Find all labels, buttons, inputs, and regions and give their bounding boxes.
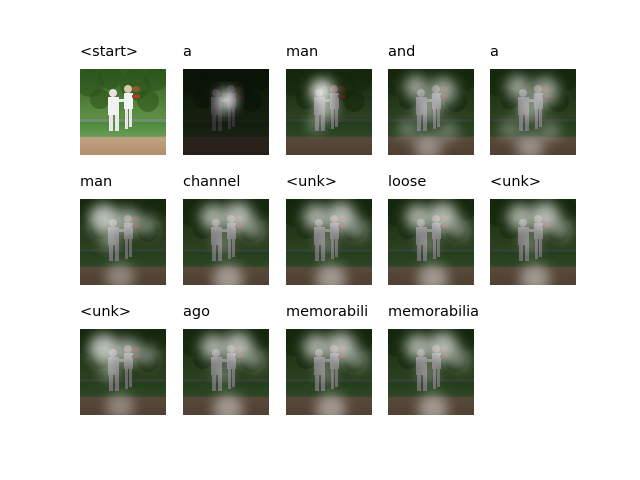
attention-image xyxy=(286,329,372,415)
panel-word: a xyxy=(490,44,499,60)
attention-image xyxy=(388,69,474,155)
attention-image xyxy=(80,329,166,415)
panel-word: memorabili xyxy=(286,304,369,320)
attention-image xyxy=(183,69,269,155)
panel-word: a xyxy=(183,44,192,60)
attention-image xyxy=(490,69,576,155)
panel-word: <unk> xyxy=(286,174,338,190)
panel-word: ago xyxy=(183,304,210,320)
panel-word: <unk> xyxy=(80,304,132,320)
panel-word: loose xyxy=(388,174,427,190)
attention-image xyxy=(80,199,166,285)
attention-image xyxy=(80,69,166,155)
panel-word: and xyxy=(388,44,416,60)
panel-word: <start> xyxy=(80,44,139,60)
panel-word: memorabilia xyxy=(388,304,480,320)
panel-word: man xyxy=(286,44,319,60)
panel-word: man xyxy=(80,174,113,190)
attention-image xyxy=(388,199,474,285)
attention-image xyxy=(388,329,474,415)
attention-image xyxy=(183,199,269,285)
attention-image xyxy=(490,199,576,285)
attention-image xyxy=(286,199,372,285)
panel-word: channel xyxy=(183,174,241,190)
attention-image xyxy=(286,69,372,155)
panel-word: <unk> xyxy=(490,174,542,190)
attention-image xyxy=(183,329,269,415)
